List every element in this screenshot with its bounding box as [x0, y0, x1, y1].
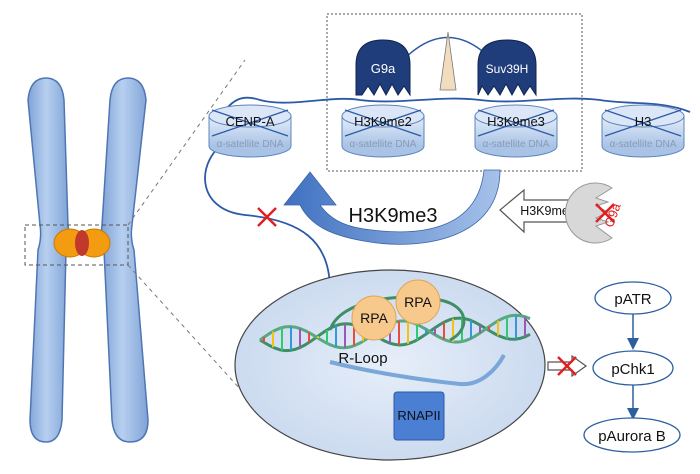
nucleosome-top — [208, 104, 292, 128]
centromere-core — [75, 230, 89, 256]
nucleosome-label: H3K9me3 — [487, 114, 545, 129]
dna-loop-down — [204, 139, 331, 291]
nucleosome-dna-label: α-satellite DNA — [610, 139, 677, 150]
g9a-shape — [355, 39, 411, 97]
nucleosome-top — [601, 104, 685, 128]
rloop-oval — [234, 269, 546, 461]
inhibit-cross-pathway — [557, 356, 577, 376]
nucleosome-dna-label: α-satellite DNA — [350, 139, 417, 150]
inhibit-cross-g9a — [595, 203, 615, 223]
paurora-node — [583, 417, 681, 453]
rpa-left — [351, 295, 397, 341]
nucleosome-row: CENP-A α-satellite DNA H3K9me2 α-satellite … — [208, 104, 685, 158]
big-arrow-label: H3K9me3 — [349, 205, 438, 227]
patr-label: pATR — [614, 291, 651, 308]
dna-thread — [214, 96, 691, 129]
paurora-label: pAurora B — [598, 428, 666, 445]
nucleosome-wrap-2 — [477, 109, 555, 137]
rpa-left-label: RPA — [360, 310, 388, 326]
nucleosome-label: H3 — [635, 114, 652, 129]
nucleosome-wrap-2 — [344, 109, 422, 137]
nucleosome-label: CENP-A — [225, 114, 274, 129]
zoom-line-top — [127, 59, 246, 226]
nucleosome-top — [341, 104, 425, 128]
nucleosome-2: H3K9me2 α-satellite DNA — [341, 104, 425, 158]
rna-strand — [329, 354, 506, 387]
nucleosome-dna-label: α-satellite DNA — [217, 139, 284, 150]
nucleosome-top — [474, 104, 558, 128]
nucleosome-3: H3K9me3 α-satellite DNA — [474, 104, 558, 158]
g9a-inhibited-shape — [564, 182, 613, 244]
g9a-inhibited: G9a — [564, 182, 624, 244]
nucleosome-label: H3K9me2 — [354, 114, 412, 129]
small-arrow-label: H3K9me2 — [520, 204, 576, 218]
g9a-enzyme: G9a — [355, 39, 411, 97]
rloop-label: R-Loop — [338, 350, 387, 367]
nucleosome-1: CENP-A α-satellite DNA — [208, 104, 292, 158]
nucleosome-wrap-2 — [211, 109, 289, 137]
inhibit-cross-dna-loop — [257, 207, 277, 227]
nucleosome-dna-label: α-satellite DNA — [483, 139, 550, 150]
nucleosome-wrap-2 — [604, 109, 682, 137]
pchk1-label: pChk1 — [611, 361, 654, 378]
signaling-pathway: pATR pChk1 pAurora B — [583, 281, 681, 453]
chromosome-left-arm — [27, 77, 70, 443]
zoom-line-bottom — [127, 264, 251, 401]
suv39h-enzyme: Suv39H — [477, 39, 537, 97]
chromosome — [24, 77, 149, 443]
chromosome-right-arm — [100, 77, 149, 443]
suv39h-label: Suv39H — [486, 62, 529, 76]
chromatin-spike — [439, 31, 457, 91]
rloop-panel: RPA RPA R-Loop RNAPII — [234, 269, 546, 461]
rloop-to-pathway-arrow — [547, 354, 588, 378]
rnapii-label: RNAPII — [397, 408, 440, 423]
nucleosome-4: H3 α-satellite DNA — [601, 104, 685, 158]
h3k9me3-spread-arrow: H3K9me3 — [283, 169, 501, 245]
centromere-zoom-box — [24, 224, 129, 266]
suv39h-shape — [477, 39, 537, 97]
big-arrow-body — [283, 169, 501, 245]
g9a-label: G9a — [371, 61, 396, 76]
modifier-region-box — [326, 13, 583, 172]
rpa-right — [395, 279, 441, 325]
rpa-right-label: RPA — [404, 294, 432, 310]
rnapii-box — [393, 391, 445, 441]
